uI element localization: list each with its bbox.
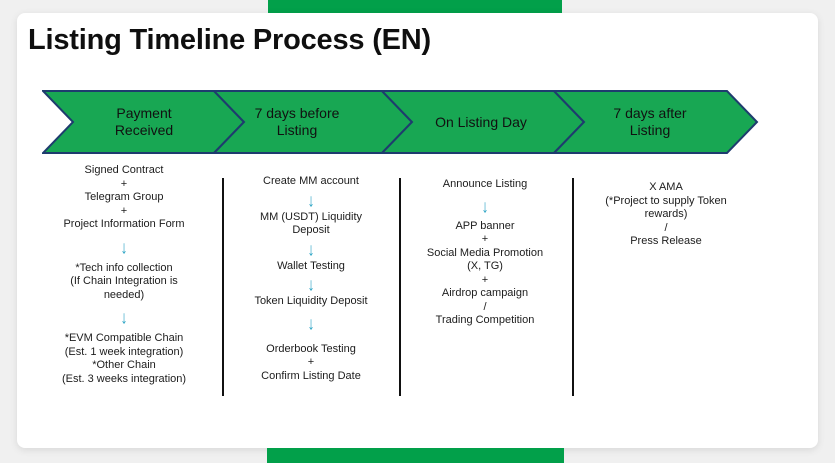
flow-down-arrow-icon: ↓	[307, 273, 315, 295]
bottom-accent-bar	[267, 448, 564, 463]
flow-column-payment-received: Signed Contract+Telegram Group+Project I…	[30, 164, 218, 386]
timeline-chevron-band	[42, 90, 759, 154]
flow-step-text: *Tech info collection(If Chain Integrati…	[70, 261, 178, 301]
flow-step-text: Wallet Testing	[277, 259, 345, 272]
flow-column-listing-day: Announce Listing ↓ APP banner+Social Media…	[401, 178, 569, 328]
flow-down-arrow-icon: ↓	[120, 306, 128, 328]
flow-step-text: Token Liquidity Deposit	[254, 295, 368, 307]
column-divider-1	[222, 178, 224, 396]
flow-down-arrow-icon: ↓	[120, 236, 128, 257]
slide-title: Listing Timeline Process (EN)	[28, 24, 431, 56]
chevron-stage-4	[551, 90, 759, 154]
top-accent-bar	[268, 0, 562, 13]
flow-step-text: *EVM Compatible Chain(Est. 1 week integr…	[61, 332, 187, 385]
flow-down-arrow-icon: ↓	[307, 189, 315, 210]
stage-label-3: On Listing Day	[435, 113, 527, 130]
column-divider-2	[399, 178, 401, 396]
flow-step-text: Announce Listing	[442, 178, 528, 190]
column-divider-3	[572, 178, 574, 396]
flow-step-text: Orderbook Testing+Confirm Listing Date	[261, 342, 361, 382]
flow-down-arrow-icon: ↓	[481, 195, 489, 216]
flow-step-text: APP banner+Social Media Promotion(X, TG)…	[426, 219, 544, 327]
flow-step-text: Signed Contract+Telegram Group+Project I…	[63, 164, 185, 230]
slide-card	[17, 13, 818, 448]
flow-step-text: Create MM account	[263, 175, 359, 187]
flow-down-arrow-icon: ↓	[307, 238, 315, 259]
flow-down-arrow-icon: ↓	[307, 312, 315, 333]
